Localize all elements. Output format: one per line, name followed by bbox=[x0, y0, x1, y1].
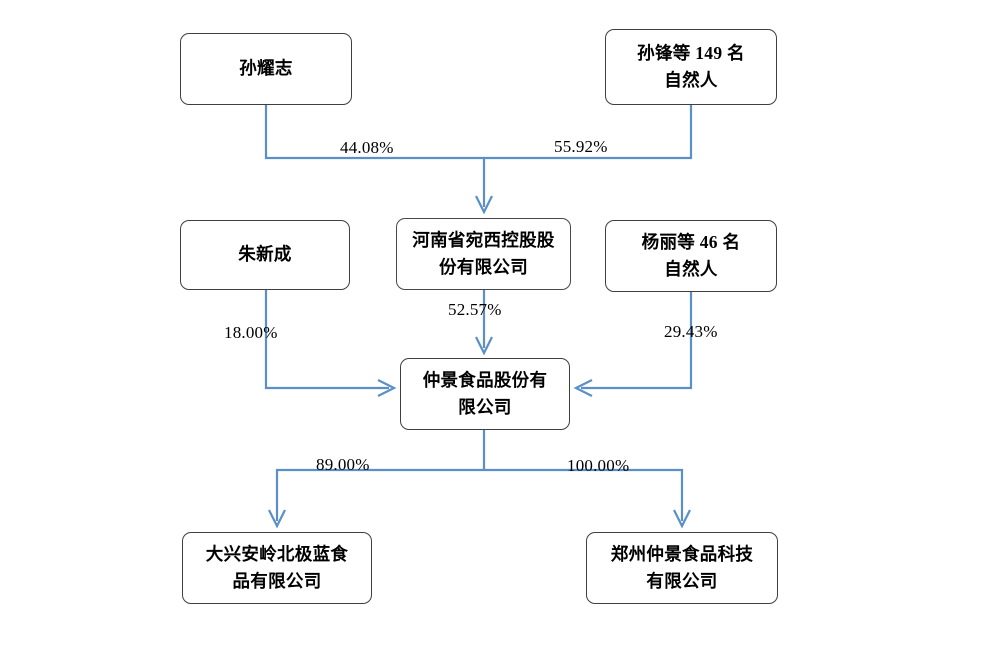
node-label-zhengzhou-zhongjing: 郑州仲景食品科技 有限公司 bbox=[610, 543, 754, 591]
arrowhead-into-zhongjing-right bbox=[573, 379, 593, 397]
node-label-wanxi-holding: 河南省宛西控股股 份有限公司 bbox=[412, 229, 555, 277]
edge-label-zhu-xincheng-percent: 18.00% bbox=[224, 323, 278, 342]
node-wanxi-holding[interactable]: 河南省宛西控股股 份有限公司 bbox=[396, 218, 571, 290]
edge-sun-feng-to-wanxi bbox=[484, 105, 693, 160]
node-zhu-xincheng[interactable]: 朱新成 bbox=[180, 220, 350, 290]
node-yang-li-group[interactable]: 杨丽等 46 名 自然人 bbox=[605, 220, 777, 292]
edge-label-sun-feng-percent: 55.92% bbox=[554, 137, 608, 156]
edge-zhongjing-to-zhengzhou bbox=[484, 468, 684, 521]
edge-label-wanxi-percent: 52.57% bbox=[448, 300, 502, 319]
node-beijilan-food[interactable]: 大兴安岭北极蓝食 品有限公司 bbox=[182, 532, 372, 604]
arrowhead-into-wanxi bbox=[475, 195, 493, 215]
node-label-sun-yaozhi: 孙耀志 bbox=[239, 58, 293, 79]
edge-zhu-to-zhongjing bbox=[264, 290, 389, 390]
edge-label-zhengzhou-percent: 100.00% bbox=[567, 456, 630, 475]
arrowhead-into-zhengzhou bbox=[673, 509, 691, 529]
node-label-yang-li-group: 杨丽等 46 名 自然人 bbox=[641, 231, 741, 279]
edge-sun-yaozhi-to-wanxi bbox=[264, 105, 484, 160]
edge-label-yang-li-percent: 29.43% bbox=[664, 322, 718, 341]
edge-label-sun-yaozhi-percent: 44.08% bbox=[340, 138, 394, 157]
arrowhead-into-beijilan bbox=[268, 509, 286, 529]
node-zhongjing-food[interactable]: 仲景食品股份有 限公司 bbox=[400, 358, 570, 430]
node-zhengzhou-zhongjing[interactable]: 郑州仲景食品科技 有限公司 bbox=[586, 532, 778, 604]
node-label-beijilan-food: 大兴安岭北极蓝食 品有限公司 bbox=[205, 543, 349, 591]
node-label-zhu-xincheng: 朱新成 bbox=[238, 244, 292, 265]
arrowhead-into-zhongjing-left bbox=[377, 379, 397, 397]
arrowhead-into-zhongjing-top bbox=[475, 336, 493, 356]
node-sun-feng-group[interactable]: 孙锋等 149 名 自然人 bbox=[605, 29, 777, 105]
edge-zhongjing-to-beijilan bbox=[275, 468, 484, 521]
edge-yangli-to-zhongjing bbox=[581, 292, 693, 390]
node-label-zhongjing-food: 仲景食品股份有 限公司 bbox=[422, 369, 548, 417]
node-label-sun-feng-group: 孙锋等 149 名 自然人 bbox=[637, 42, 745, 90]
node-sun-yaozhi[interactable]: 孙耀志 bbox=[180, 33, 352, 105]
edge-label-beijilan-percent: 89.00% bbox=[316, 455, 370, 474]
